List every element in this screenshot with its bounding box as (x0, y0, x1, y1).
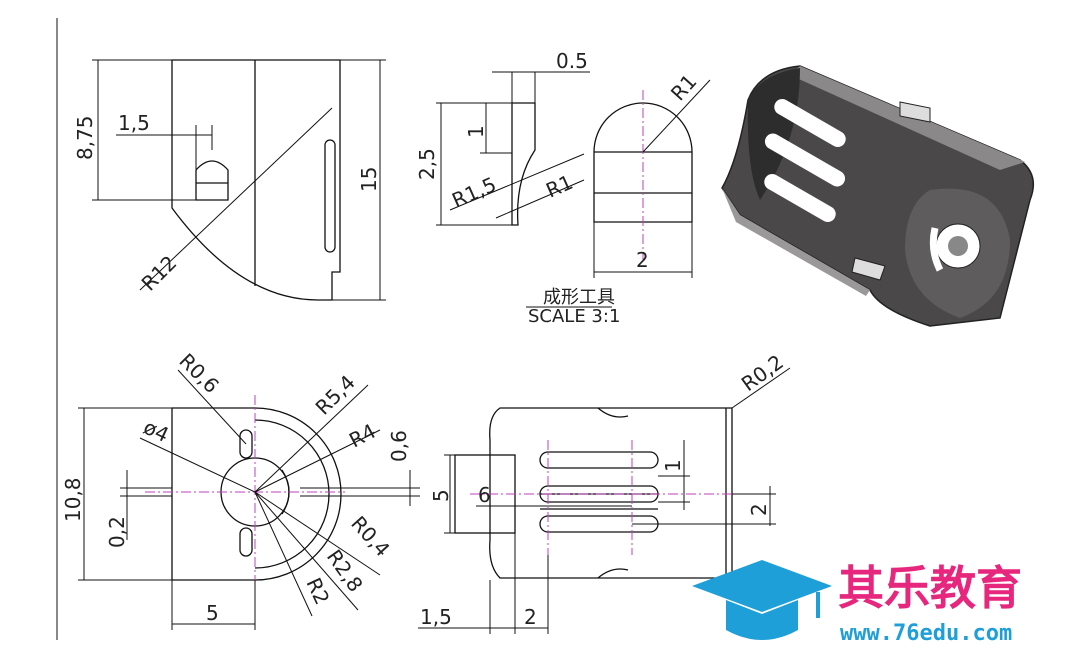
tool-detail-views: 0.5 1 2,5 R1,5 R1 R1 2 成形工具 SCALE 3:1 (415, 49, 711, 327)
dim-2-bottom: 2 (524, 605, 537, 629)
dim-r4: R4 (345, 419, 380, 453)
dim-1-5: 1,5 (118, 111, 150, 135)
dim-r1-5: R1,5 (448, 172, 500, 213)
watermark-name: 其乐教育 (838, 561, 1022, 615)
dim-2-tool: 2 (636, 248, 649, 272)
dim-r1-b: R1 (666, 70, 702, 106)
dim-5-left: 5 (206, 601, 219, 625)
dim-2-5: 2,5 (415, 148, 439, 180)
top-left-view: 8,75 1,5 15 R12 (73, 59, 386, 301)
dim-0-6: 0,6 (387, 430, 411, 462)
dim-r1-a: R1 (542, 170, 576, 203)
dim-1: 1 (464, 125, 488, 138)
dim-5-tab: 5 (429, 489, 453, 502)
dim-0-5: 0.5 (556, 49, 588, 73)
tool-caption-cn: 成形工具 (543, 287, 615, 308)
dim-r0-2: R0,2 (737, 350, 788, 396)
dim-r0-4: R0,4 (346, 511, 394, 561)
dim-10-8: 10,8 (61, 477, 85, 522)
tool-caption-scale: SCALE 3:1 (528, 306, 620, 327)
dim-r0-6: R0,6 (174, 349, 223, 398)
dim-15: 15 (357, 167, 381, 192)
dim-0-2: 0,2 (105, 516, 129, 548)
watermark-url: www.76edu.com (840, 621, 1012, 646)
dim-r5-4: R5,4 (311, 370, 360, 419)
dim-6: 6 (478, 483, 491, 507)
dim-2-right: 2 (747, 503, 771, 516)
dim-8-75: 8,75 (73, 115, 97, 160)
bottom-left-view: R0,6 R5,4 ø4 R4 0,6 10,8 0,2 R0,4 R2,8 R… (61, 349, 420, 630)
dim-1-5-bottom: 1,5 (420, 605, 452, 629)
watermark-logo: 其乐教育 www.76edu.com (692, 560, 1022, 646)
dim-1-slot: 1 (661, 459, 685, 472)
graduation-cap-icon (692, 560, 832, 640)
part-3d-render (721, 65, 1035, 327)
dim-diameter-4: ø4 (140, 415, 173, 447)
